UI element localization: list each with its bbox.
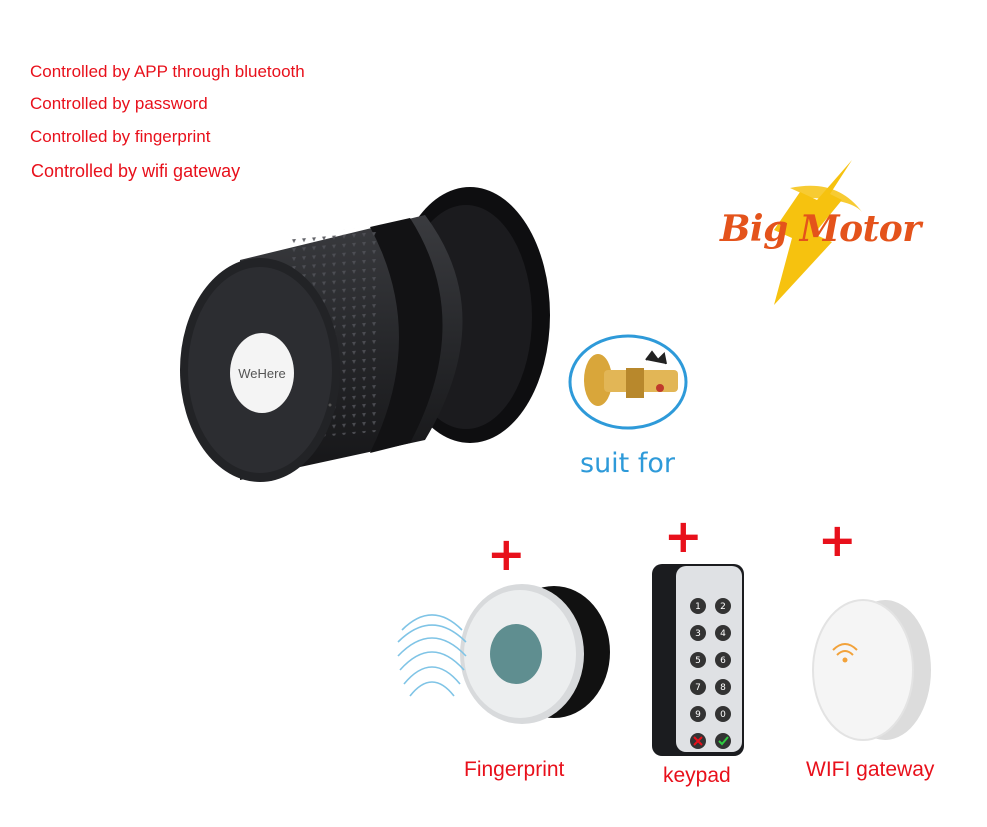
feature-item-wifi: Controlled by wifi gateway	[31, 161, 241, 181]
suit-for-label: suit for	[580, 448, 675, 479]
svg-text:2: 2	[720, 602, 726, 612]
svg-text:6: 6	[720, 656, 726, 666]
confirm-key-icon	[715, 733, 731, 749]
plus-icon: +	[487, 527, 526, 581]
wifi-gateway-image	[812, 599, 931, 741]
feature-item-password: Controlled by password	[30, 94, 208, 113]
svg-text:9: 9	[695, 710, 701, 720]
svg-text:8: 8	[720, 683, 726, 693]
brand-name: Big Motor	[720, 208, 921, 250]
lightning-bolt-icon	[774, 160, 862, 305]
svg-text:4: 4	[720, 629, 726, 639]
fingerprint-reader-image	[397, 584, 610, 724]
big-motor-logo: Big Motor	[712, 160, 921, 305]
plus-icon: +	[664, 509, 703, 563]
fingerprint-label: Fingerprint	[464, 758, 565, 781]
svg-text:1: 1	[695, 602, 701, 612]
feature-item-bluetooth: Controlled by APP through bluetooth	[30, 62, 305, 81]
svg-text:5: 5	[695, 656, 701, 666]
svg-text:0: 0	[720, 710, 726, 720]
wehere-logo-text: WeHere	[238, 366, 285, 381]
wifi-icon	[832, 643, 858, 656]
euro-cylinder-image	[568, 334, 688, 430]
wifi-gateway-label: WIFI gateway	[806, 758, 935, 781]
fingerprint-icon	[397, 614, 467, 697]
keypad-label: keypad	[663, 764, 731, 787]
svg-text:7: 7	[695, 683, 701, 693]
keypad-image: 1 2 3 4 5 6 7 8 9 0	[652, 564, 744, 756]
plus-icon: +	[818, 513, 857, 567]
svg-text:3: 3	[695, 629, 701, 639]
smart-lock-image: WeHere	[180, 187, 550, 482]
feature-item-fingerprint: Controlled by fingerprint	[30, 127, 211, 146]
